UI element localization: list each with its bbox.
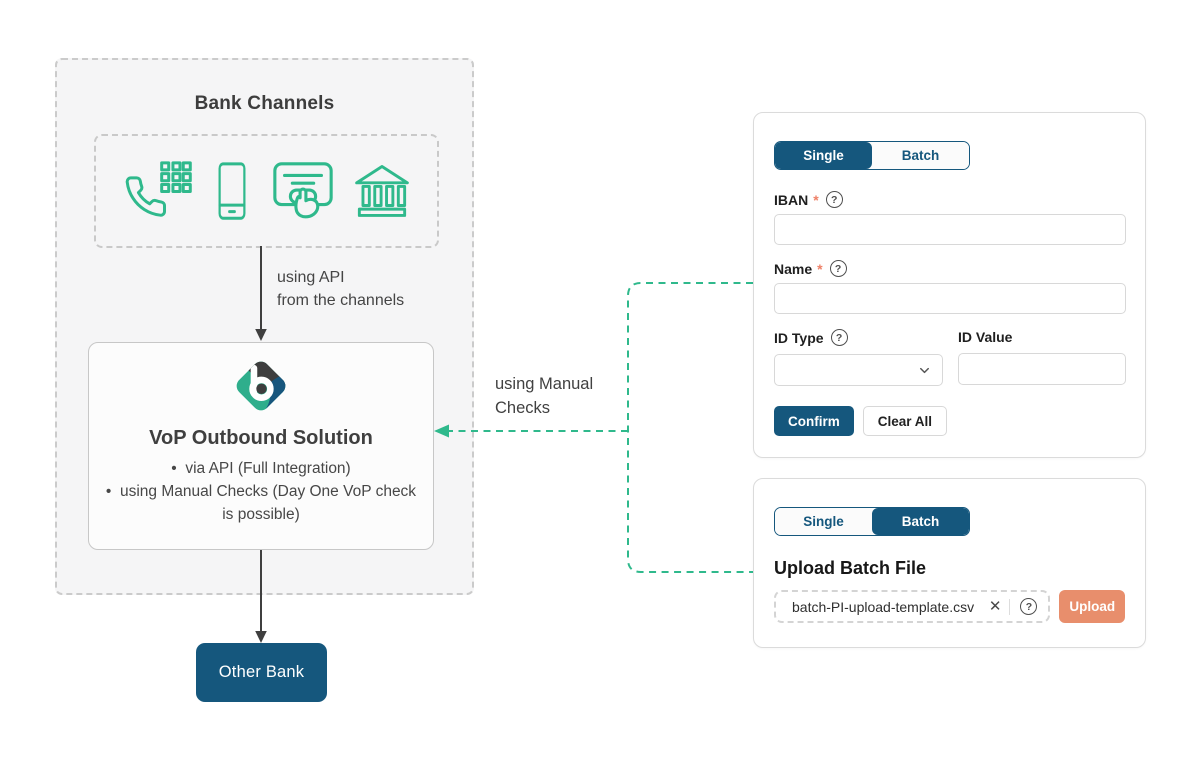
confirm-button[interactable]: Confirm bbox=[774, 406, 854, 436]
other-bank-node: Other Bank bbox=[196, 643, 327, 702]
remove-file-icon[interactable]: ✕ bbox=[988, 598, 1002, 615]
help-icon[interactable]: ? bbox=[825, 191, 843, 208]
id-value-label: ID Value bbox=[958, 329, 1013, 345]
iban-label: IBAN bbox=[774, 191, 809, 208]
upload-button[interactable]: Upload bbox=[1059, 590, 1125, 623]
single-form-tab-group: Single Batch bbox=[774, 141, 970, 170]
chevron-down-icon bbox=[920, 367, 929, 373]
vop-outbound-solution-node: VoP Outbound Solution via API (Full Inte… bbox=[88, 342, 434, 550]
id-type-label-row: ID Type ? bbox=[774, 329, 943, 346]
name-label: Name bbox=[774, 260, 813, 277]
required-asterisk: * bbox=[817, 260, 823, 277]
batch-upload-panel: Single Batch Upload Batch File batch-PI-… bbox=[753, 478, 1146, 648]
other-bank-label: Other Bank bbox=[218, 663, 305, 681]
name-input[interactable] bbox=[774, 283, 1126, 314]
name-label-row: Name * ? bbox=[774, 260, 1125, 277]
divider bbox=[1009, 598, 1011, 615]
id-type-label: ID Type bbox=[774, 329, 824, 346]
tab-batch[interactable]: Batch bbox=[872, 142, 969, 169]
touch-terminal-icon bbox=[271, 158, 335, 224]
vop-title: VoP Outbound Solution bbox=[149, 427, 373, 449]
batch-file-name: batch-PI-upload-template.csv bbox=[792, 598, 975, 615]
help-icon[interactable]: ? bbox=[829, 260, 847, 277]
bank-icon bbox=[353, 162, 411, 220]
upload-batch-file-heading: Upload Batch File bbox=[774, 558, 927, 578]
tab-batch[interactable]: Batch bbox=[872, 508, 969, 535]
clear-all-button[interactable]: Clear All bbox=[862, 406, 948, 436]
batch-form-tab-group: Single Batch bbox=[774, 507, 970, 536]
batch-file-field[interactable]: batch-PI-upload-template.csv ✕ ? bbox=[774, 590, 1051, 623]
iban-label-row: IBAN * ? bbox=[774, 191, 1125, 208]
required-asterisk: * bbox=[813, 191, 819, 208]
single-verification-panel: Single Batch IBAN * ? Name * ? ID Type ? bbox=[753, 112, 1146, 458]
help-icon[interactable]: ? bbox=[830, 329, 848, 346]
tab-single[interactable]: Single bbox=[775, 508, 872, 535]
channel-icons-box bbox=[94, 134, 439, 248]
id-value-input[interactable] bbox=[958, 353, 1126, 385]
vop-bullet: using Manual Checks (Day One VoP check i… bbox=[105, 480, 417, 526]
id-value-label-row: ID Value bbox=[958, 329, 1126, 345]
smartphone-icon bbox=[210, 161, 254, 221]
iban-input[interactable] bbox=[774, 214, 1126, 245]
id-type-select[interactable] bbox=[774, 354, 943, 386]
using-manual-checks-label: using Manual Checks bbox=[495, 375, 594, 417]
phone-keypad-icon bbox=[122, 161, 192, 221]
bank-channels-title: Bank Channels bbox=[194, 93, 335, 114]
vop-bullet-list: via API (Full Integration) using Manual … bbox=[105, 457, 417, 526]
tab-single[interactable]: Single bbox=[775, 142, 872, 169]
help-icon[interactable]: ? bbox=[1020, 598, 1038, 615]
using-api-label: using API from the channels bbox=[277, 269, 405, 309]
vop-bullet: via API (Full Integration) bbox=[105, 457, 417, 480]
vop-logo-icon bbox=[231, 355, 291, 422]
